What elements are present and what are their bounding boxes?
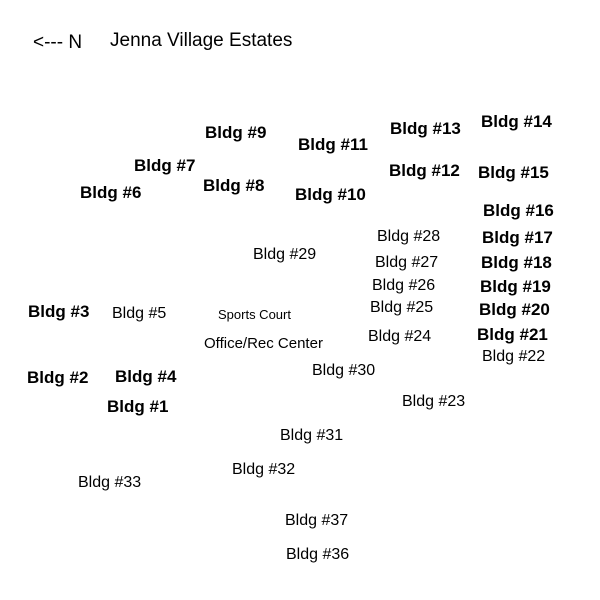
building-label-36: Bldg #36	[286, 546, 350, 563]
building-label-1: Bldg #1	[107, 397, 169, 416]
building-label-26: Bldg #26	[372, 277, 436, 294]
building-label-19: Bldg #19	[480, 277, 551, 296]
sports-court-label: Sports Court	[218, 307, 291, 322]
building-label-20: Bldg #20	[479, 300, 550, 319]
building-label-6: Bldg #6	[80, 183, 142, 202]
building-label-32: Bldg #32	[232, 461, 296, 478]
building-label-12: Bldg #12	[389, 161, 460, 180]
building-label-5: Bldg #5	[112, 305, 167, 322]
building-label-4: Bldg #4	[115, 367, 177, 386]
building-label-14: Bldg #14	[481, 112, 552, 131]
building-label-27: Bldg #27	[375, 254, 439, 271]
building-label-28: Bldg #28	[377, 228, 441, 245]
building-label-15: Bldg #15	[478, 163, 549, 182]
building-label-22: Bldg #22	[482, 348, 546, 365]
building-label-8: Bldg #8	[203, 176, 265, 195]
office-rec-center-label: Office/Rec Center	[204, 335, 323, 352]
building-label-17: Bldg #17	[482, 228, 553, 247]
building-label-37: Bldg #37	[285, 512, 349, 529]
page-title: Jenna Village Estates	[110, 30, 293, 51]
building-label-31: Bldg #31	[280, 427, 344, 444]
building-label-21: Bldg #21	[477, 325, 548, 344]
building-label-11: Bldg #11	[298, 135, 368, 154]
building-label-9: Bldg #9	[205, 123, 267, 142]
building-label-30: Bldg #30	[312, 362, 376, 379]
building-label-3: Bldg #3	[28, 302, 90, 321]
building-label-25: Bldg #25	[370, 299, 434, 316]
building-label-10: Bldg #10	[295, 185, 366, 204]
building-label-7: Bldg #7	[134, 156, 196, 175]
building-label-23: Bldg #23	[402, 393, 466, 410]
building-label-29: Bldg #29	[253, 246, 317, 263]
building-label-13: Bldg #13	[390, 119, 461, 138]
building-label-33: Bldg #33	[78, 474, 142, 491]
north-indicator: <--- N	[33, 32, 83, 53]
building-label-24: Bldg #24	[368, 328, 432, 345]
building-label-2: Bldg #2	[27, 368, 89, 387]
building-label-18: Bldg #18	[481, 253, 552, 272]
building-label-16: Bldg #16	[483, 201, 554, 220]
